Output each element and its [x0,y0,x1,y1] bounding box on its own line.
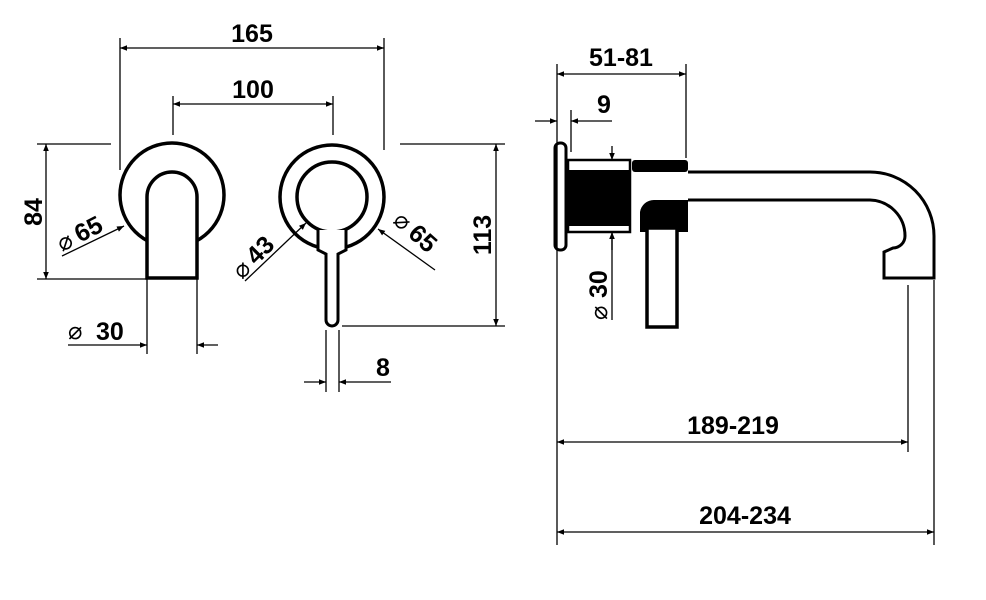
dimension-label: 204-234 [699,502,791,530]
dimension-label: 30 [585,270,613,298]
dimension-label: 51-81 [589,44,653,72]
dimension-label: 84 [20,198,48,226]
dimension-label: 8 [376,354,390,382]
dimension-204-234: 204-234 [557,280,935,545]
dimension-label: 113 [469,215,497,255]
dimension-189-219: 189-219 [557,285,909,452]
diameter-symbol: ⌀ [585,306,613,320]
dimension-diameter-65-left: ⌀ 65 [52,211,125,257]
dimension-label: 30 [96,318,124,346]
dimension-9: 9 [535,91,612,152]
dimension-diameter-30-front: ⌀ 30 [68,279,218,354]
dimension-label: 65 [70,211,108,249]
spout-front-view [118,141,226,280]
dimension-label: 165 [231,20,273,48]
dimension-diameter-30-side: ⌀ 30 [585,146,615,320]
dimension-113: 113 [342,143,505,327]
dimension-8: 8 [304,330,391,392]
dimension-165: 165 [119,20,385,170]
lever-front-view [278,143,386,328]
dimension-84: 84 [20,143,147,280]
mixer-side-view [553,141,936,329]
dimension-100: 100 [172,76,334,135]
dimension-label: 9 [597,91,611,119]
dimension-51-81: 51-81 [556,44,687,545]
dimension-label: 189-219 [687,412,779,440]
dimension-label: 100 [232,76,274,104]
dimension-diameter-65-right: ⌀ 65 [377,206,442,271]
diameter-symbol: ⌀ [68,317,82,345]
